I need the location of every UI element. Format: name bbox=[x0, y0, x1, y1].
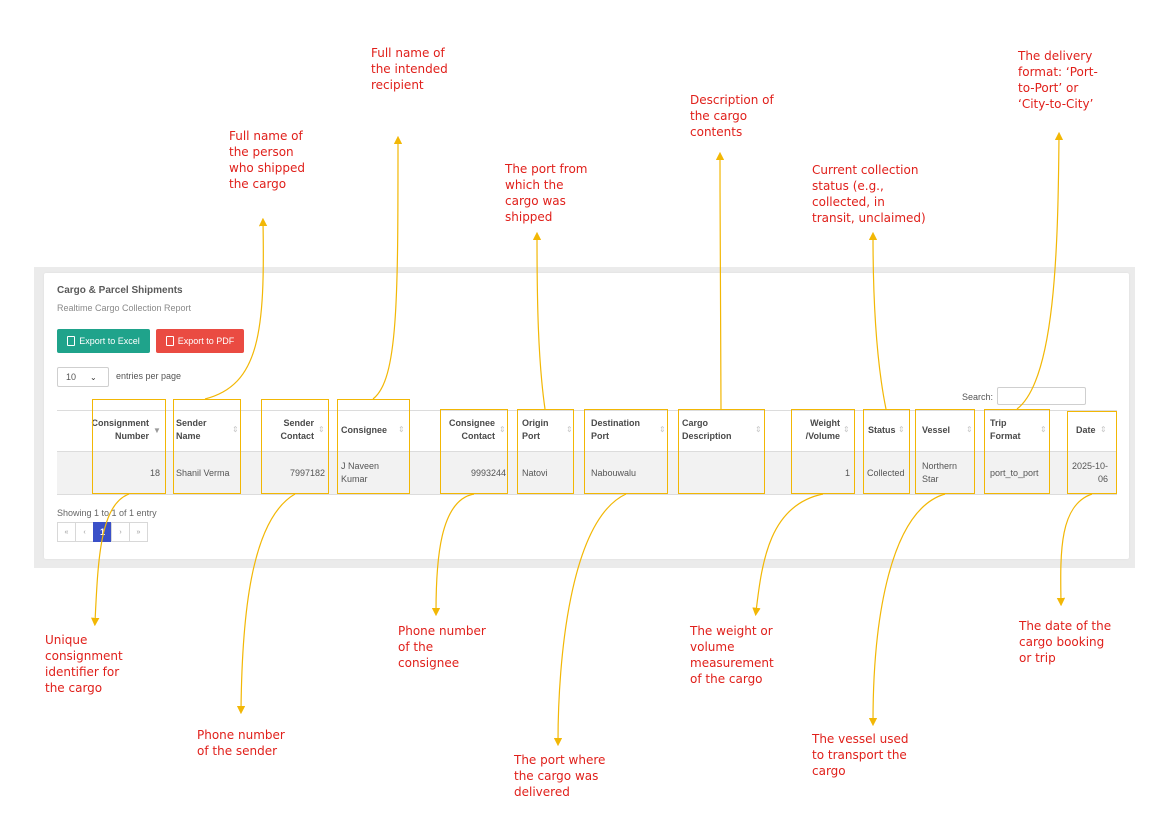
highlight-consignment-number bbox=[92, 399, 166, 494]
highlight-weight-volume bbox=[791, 409, 855, 494]
table-row bbox=[57, 452, 1117, 494]
document-icon bbox=[165, 336, 174, 346]
report-title: Cargo & Parcel Shipments bbox=[57, 285, 183, 296]
header-weight-volume[interactable]: Weight /Volume bbox=[805, 418, 840, 441]
highlight-status bbox=[863, 409, 910, 494]
search-input[interactable] bbox=[997, 387, 1086, 405]
sort-icon: ⇕ bbox=[755, 425, 762, 434]
annotation-sender-contact: Phone number of the sender bbox=[197, 728, 285, 758]
sort-icon: ⇕ bbox=[966, 425, 973, 434]
annotation-trip-format: The delivery format: ‘Port- to-Port’ or … bbox=[1018, 49, 1098, 111]
page-1-button[interactable]: 1 bbox=[93, 522, 112, 542]
annotation-status: Current collection status (e.g., collect… bbox=[812, 163, 926, 225]
highlight-consignee-contact bbox=[440, 409, 508, 494]
header-sender-name[interactable]: Sender Name bbox=[176, 418, 207, 441]
cell-consignee: J Naveen Kumar bbox=[341, 461, 380, 484]
highlight-origin-port bbox=[517, 409, 574, 494]
cell-consignment-number: 18 bbox=[149, 467, 160, 478]
header-trip-format[interactable]: Trip Format bbox=[990, 418, 1021, 441]
table-header-top-border bbox=[57, 410, 1117, 411]
export-pdf-button[interactable]: Export to PDF bbox=[156, 329, 244, 353]
highlight-vessel bbox=[915, 409, 975, 494]
annotation-destination-port: The port where the cargo was delivered bbox=[514, 753, 606, 799]
cell-sender-contact: 7997182 bbox=[289, 467, 325, 478]
showing-info: Showing 1 to 1 of 1 entry bbox=[57, 508, 157, 518]
chevron-down-icon: ⌄ bbox=[90, 372, 97, 382]
entries-value: 10 bbox=[66, 372, 77, 382]
cell-consignee-contact: 9993244 bbox=[470, 467, 506, 478]
cell-trip-format: port_to_port bbox=[990, 467, 1039, 478]
cell-status: Collected bbox=[867, 467, 905, 478]
table-header-bottom-border bbox=[57, 451, 1117, 452]
prev-page-button[interactable]: ‹ bbox=[75, 522, 94, 542]
header-destination-port[interactable]: Destination Port bbox=[591, 418, 641, 441]
last-page-button[interactable]: » bbox=[129, 522, 148, 542]
sort-icon: ⇕ bbox=[1100, 425, 1107, 434]
cell-destination-port: Nabouwalu bbox=[591, 467, 637, 478]
sort-icon: ⇕ bbox=[1040, 425, 1047, 434]
highlight-cargo-description bbox=[678, 409, 765, 494]
sort-icon: ⇕ bbox=[318, 425, 325, 434]
annotation-date: The date of the cargo booking or trip bbox=[1019, 619, 1112, 665]
header-consignee[interactable]: Consignee bbox=[341, 424, 388, 435]
header-sender-contact[interactable]: Sender Contact bbox=[280, 418, 315, 441]
report-subtitle: Realtime Cargo Collection Report bbox=[57, 303, 192, 313]
highlight-destination-port bbox=[584, 409, 668, 494]
sort-icon: ⇕ bbox=[499, 425, 506, 434]
cell-vessel: Northern Star bbox=[922, 461, 958, 484]
table-bottom-border bbox=[57, 494, 1117, 495]
annotation-cargo-description: Description of the cargo contents bbox=[690, 93, 774, 139]
annotation-vessel: The vessel used to transport the cargo bbox=[812, 732, 909, 778]
annotation-origin-port: The port from which the cargo was shippe… bbox=[505, 162, 588, 224]
entries-per-page-label: entries per page bbox=[116, 371, 182, 381]
highlight-date bbox=[1067, 411, 1117, 494]
highlight-consignee bbox=[337, 399, 410, 494]
entries-per-page-select[interactable]: 10 ⌄ bbox=[57, 367, 109, 387]
next-page-button[interactable]: › bbox=[111, 522, 130, 542]
sort-desc-icon: ▼ bbox=[153, 426, 161, 435]
highlight-sender-name bbox=[173, 399, 241, 494]
header-cargo-description[interactable]: Cargo Description bbox=[682, 418, 732, 441]
first-page-button[interactable]: « bbox=[57, 522, 76, 542]
sort-icon: ⇕ bbox=[898, 425, 905, 434]
sort-icon: ⇕ bbox=[659, 425, 666, 434]
header-consignment-number[interactable]: Consignment Number bbox=[91, 418, 150, 441]
header-origin-port[interactable]: Origin Port bbox=[522, 418, 549, 441]
header-vessel[interactable]: Vessel bbox=[922, 424, 951, 435]
cell-weight-volume: 1 bbox=[844, 467, 850, 478]
highlight-sender-contact bbox=[261, 399, 329, 494]
pagination: « ‹ 1 › » bbox=[57, 522, 148, 542]
sort-icon: ⇕ bbox=[566, 425, 573, 434]
header-status[interactable]: Status bbox=[868, 424, 896, 435]
annotation-consignee: Full name of the intended recipient bbox=[371, 46, 448, 92]
annotation-sender-name: Full name of the person who shipped the … bbox=[229, 129, 306, 191]
export-excel-label: Export to Excel bbox=[79, 336, 140, 346]
sort-icon: ⇕ bbox=[232, 425, 239, 434]
export-pdf-label: Export to PDF bbox=[177, 336, 235, 346]
annotation-consignee-contact: Phone number of the consignee bbox=[398, 624, 486, 670]
sort-icon: ⇕ bbox=[398, 425, 405, 434]
highlight-trip-format bbox=[984, 409, 1050, 494]
header-date[interactable]: Date bbox=[1076, 424, 1096, 435]
search-label: Search: bbox=[962, 392, 994, 402]
cell-origin-port: Natovi bbox=[522, 467, 548, 478]
document-icon bbox=[67, 336, 76, 346]
export-excel-button[interactable]: Export to Excel bbox=[57, 329, 150, 353]
cell-sender-name: Shanil Verma bbox=[176, 467, 230, 478]
annotation-consignment-number: Unique consignment identifier for the ca… bbox=[45, 633, 123, 695]
cell-date: 2025-10- 06 bbox=[1071, 461, 1108, 484]
sort-icon: ⇕ bbox=[843, 425, 850, 434]
header-consignee-contact[interactable]: Consignee Contact bbox=[448, 418, 495, 441]
annotation-weight-volume: The weight or volume measurement of the … bbox=[690, 624, 774, 686]
